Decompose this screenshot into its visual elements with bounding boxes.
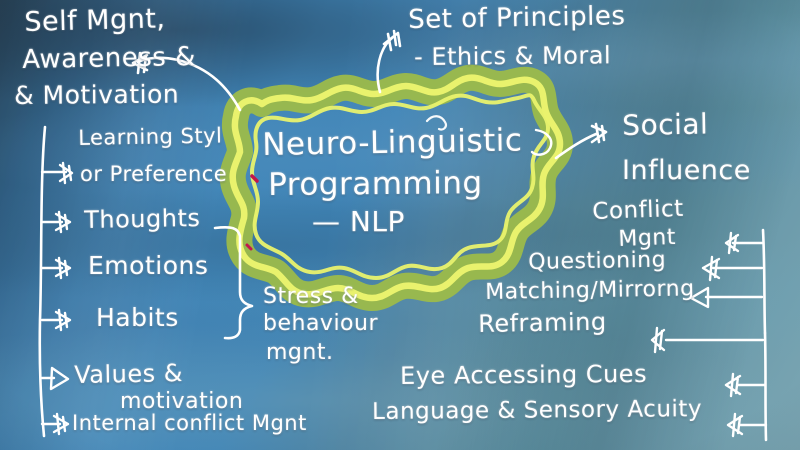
arrowhead-right-3 bbox=[689, 286, 710, 309]
center-title-line2: Programming bbox=[267, 165, 483, 203]
blob-squiggle bbox=[425, 115, 447, 131]
right-branch-conflict: Conflict bbox=[591, 195, 685, 225]
right-branch-language: Language & Sensory Acuity bbox=[371, 396, 703, 425]
red-accent-mark-upper bbox=[250, 174, 259, 183]
arrowhead-right-5 bbox=[724, 372, 742, 398]
connector-top-right bbox=[376, 29, 402, 94]
left-branch-emotions: Emotions bbox=[88, 251, 209, 280]
node-set-of-principles-line2: - Ethics & Moral bbox=[413, 41, 612, 71]
node-self-mgnt-line3: & Motivation bbox=[13, 79, 180, 110]
arrowhead-right-1 bbox=[724, 231, 740, 255]
node-social-influence-line1: Social bbox=[621, 107, 709, 142]
arrowhead-right-4 bbox=[650, 326, 666, 354]
right-branch-eye-cues: Eye Accessing Cues bbox=[399, 359, 648, 390]
node-stress-line1: Stress & bbox=[263, 284, 359, 309]
red-accent-mark-lower bbox=[245, 243, 253, 251]
arrowhead-left-4 bbox=[54, 308, 72, 332]
arrowhead-left-2 bbox=[54, 210, 72, 234]
connector-social-influence bbox=[554, 122, 608, 160]
right-branch-matching: Matching/Mirrorng bbox=[484, 276, 695, 305]
left-spine bbox=[38, 125, 74, 438]
left-branch-values: Values & bbox=[73, 359, 184, 389]
blob-inner-outline bbox=[250, 93, 550, 280]
arrowhead-right-6 bbox=[726, 412, 744, 438]
brace-stress-group bbox=[213, 225, 254, 340]
arrowhead-social bbox=[590, 122, 608, 144]
node-social-influence-line2: Influence bbox=[622, 155, 751, 186]
left-branch-learning-style: Learning Styl bbox=[77, 123, 223, 150]
left-spine-line bbox=[38, 125, 47, 438]
connector-top-left bbox=[131, 51, 242, 112]
node-stress-line2: behaviour bbox=[263, 311, 379, 336]
center-title-line1: Neuro-Linguistic bbox=[261, 122, 523, 163]
arrowhead-left-6 bbox=[52, 412, 70, 436]
right-spine-line-lower bbox=[763, 331, 768, 442]
arrowhead-top-right bbox=[382, 29, 402, 52]
node-self-mgnt-line1: Self Mgnt, bbox=[23, 3, 166, 38]
right-spine-line-upper bbox=[761, 228, 767, 335]
arrowhead-left-1 bbox=[58, 161, 74, 185]
node-set-of-principles-line1: Set of Principles bbox=[407, 1, 626, 35]
right-spine bbox=[650, 228, 768, 442]
left-branch-learning-style-2: or Preference bbox=[80, 162, 228, 186]
arrowhead-left-5 bbox=[49, 366, 70, 391]
left-branch-values-2: motivation bbox=[120, 389, 244, 414]
right-branch-reframing: Reframing bbox=[477, 307, 607, 338]
arrowhead-top-left bbox=[131, 51, 149, 75]
arrowhead-right-2 bbox=[701, 255, 721, 282]
node-self-mgnt-line2: Awareness & bbox=[21, 41, 197, 75]
left-branch-habits: Habits bbox=[96, 303, 179, 332]
left-branch-internal-conflict: Internal conflict Mgnt bbox=[72, 411, 307, 435]
arrowhead-left-3 bbox=[54, 256, 72, 280]
left-branch-thoughts: Thoughts bbox=[83, 203, 201, 234]
blob-curl-right bbox=[530, 128, 553, 156]
right-branch-questioning: Questioning bbox=[527, 247, 667, 275]
center-title-line3: — NLP bbox=[312, 205, 405, 238]
node-stress-line3: mgnt. bbox=[266, 340, 334, 365]
